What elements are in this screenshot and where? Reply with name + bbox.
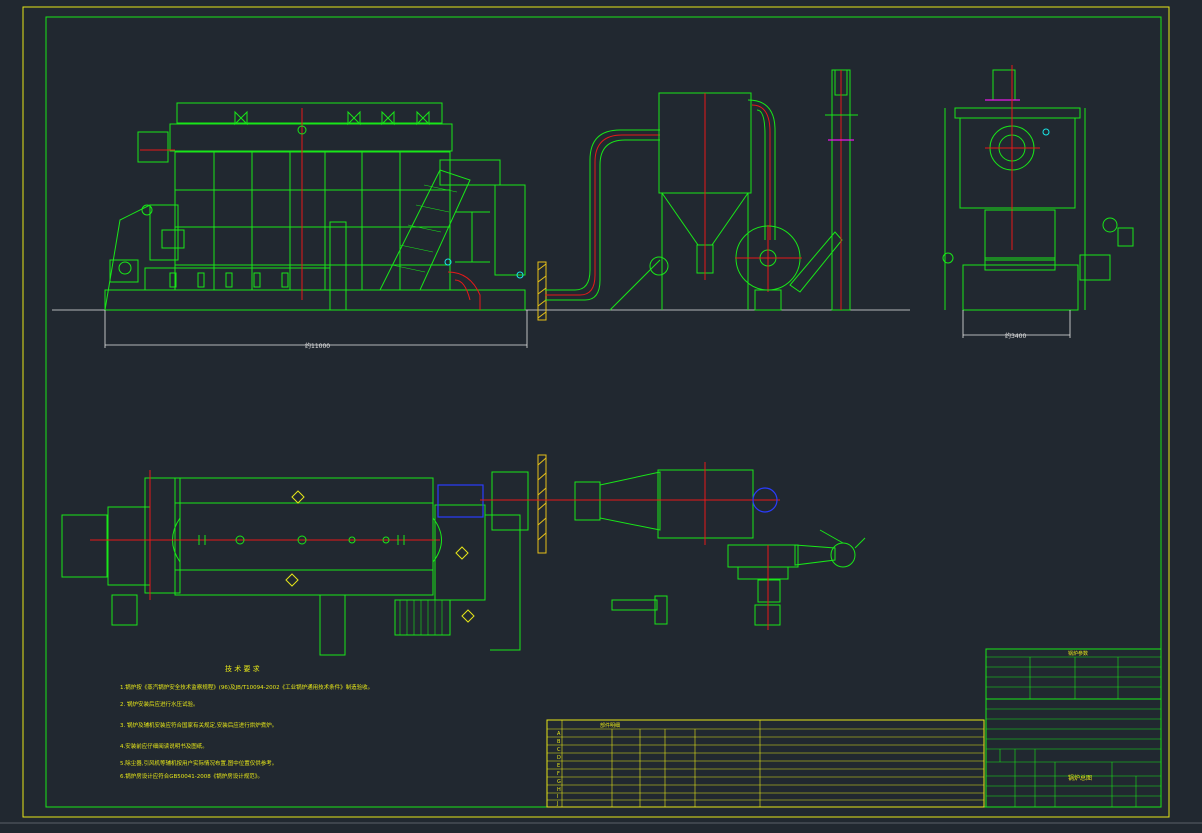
title-block: 锅炉总图 xyxy=(985,698,1162,808)
note-line-6: 6.锅炉房设计应符合GB50041-2008《锅炉房设计规范》。 xyxy=(120,772,263,780)
parts-row-label: I xyxy=(557,794,558,800)
parts-row-label: H xyxy=(557,787,561,793)
note-line-2: 2. 锅炉安装后应进行水压试验。 xyxy=(120,700,199,708)
parts-table-title: 部件明细 xyxy=(600,722,620,729)
parts-row-label: F xyxy=(557,771,560,777)
parts-row-label: C xyxy=(557,747,561,753)
drawing-name: 锅炉总图 xyxy=(1068,774,1092,782)
spec-table: 锅炉参数 xyxy=(985,648,1162,700)
notes-title: 技 术 要 求 xyxy=(225,664,260,673)
parts-row-label: A xyxy=(557,731,561,737)
parts-row-label: G xyxy=(557,779,561,785)
boiler-front-elevation: 约3400 xyxy=(942,65,1134,340)
parts-row-label: E xyxy=(557,763,560,769)
spec-table-title: 锅炉参数 xyxy=(1068,650,1088,657)
parts-row-label: J xyxy=(556,801,558,807)
sheet-border xyxy=(0,6,1202,824)
dust-collector-elevation xyxy=(545,69,858,311)
dimension-right-width: 约3400 xyxy=(1005,332,1026,340)
parts-row-label: B xyxy=(557,739,561,745)
note-line-3: 3. 锅炉及辅机安装应符合国家有关规定,安装后应进行烘炉煮炉。 xyxy=(120,721,277,729)
note-line-4: 4.安装前应仔细阅读说明书及图纸。 xyxy=(120,742,208,750)
dimension-left-width: 约11000 xyxy=(305,342,330,350)
note-line-1: 1.锅炉按《蒸汽锅炉安全技术监察规程》(96)及JB/T10094-2002《工… xyxy=(120,683,373,691)
parts-row-label: D xyxy=(557,755,561,761)
technical-notes: 技 术 要 求 1.锅炉按《蒸汽锅炉安全技术监察规程》(96)及JB/T1009… xyxy=(120,664,373,780)
note-line-5: 5.除尘器,引风机等辅机按用户实际情况布置,图中位置仅供参考。 xyxy=(120,759,277,767)
boiler-plan-view xyxy=(61,454,866,656)
boiler-side-elevation: 约11000 xyxy=(52,102,910,350)
parts-table: 部件明细 A B C D E F G H I J xyxy=(546,719,985,808)
